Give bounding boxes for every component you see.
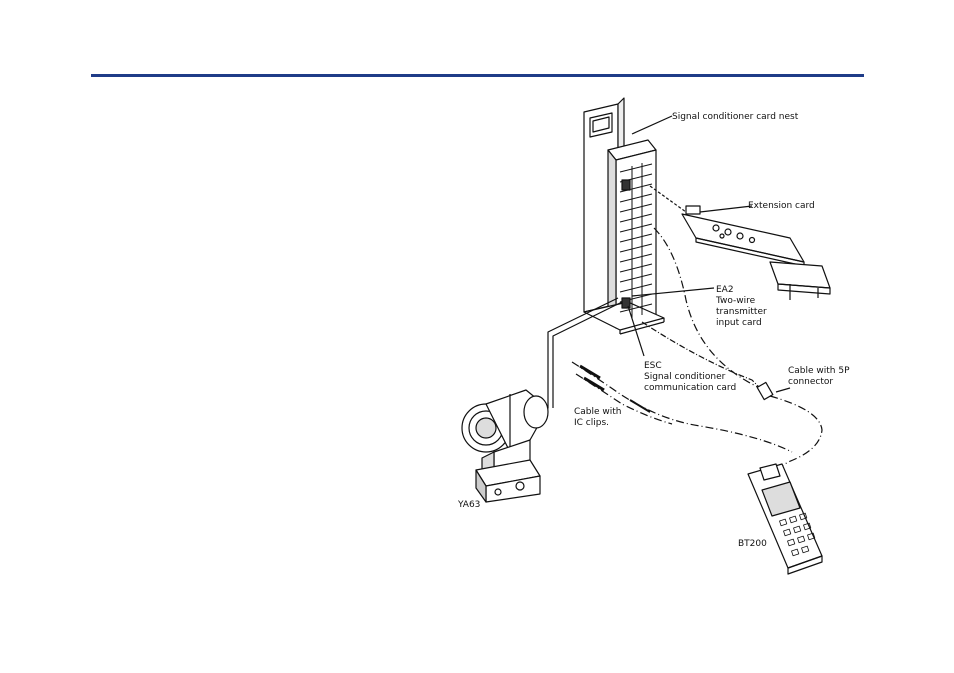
- label-esc-code: ESC: [644, 361, 662, 372]
- label-ea2-line1: Two-wire: [716, 296, 755, 307]
- label-card-nest: Signal conditioner card nest: [672, 112, 798, 123]
- label-cable-5p-line1: Cable with 5P: [788, 366, 850, 377]
- label-esc-line2: communication card: [644, 383, 736, 394]
- label-esc-line1: Signal conditioner: [644, 372, 725, 383]
- label-ea2-line3: input card: [716, 318, 762, 329]
- label-extension-card: Extension card: [748, 201, 815, 212]
- label-cable-ic-line1: Cable with: [574, 407, 622, 418]
- label-ea2-line2: transmitter: [716, 307, 767, 318]
- label-ya63: YA63: [458, 500, 480, 511]
- label-cable-ic-line2: IC clips.: [574, 418, 609, 429]
- ya63-transmitter-drawing: [462, 390, 548, 502]
- card-nest-drawing: [584, 98, 664, 334]
- label-cable-5p-line2: connector: [788, 377, 833, 388]
- bt200-terminal-drawing: [748, 464, 822, 574]
- label-ea2-code: EA2: [716, 285, 734, 296]
- label-bt200: BT200: [738, 539, 767, 550]
